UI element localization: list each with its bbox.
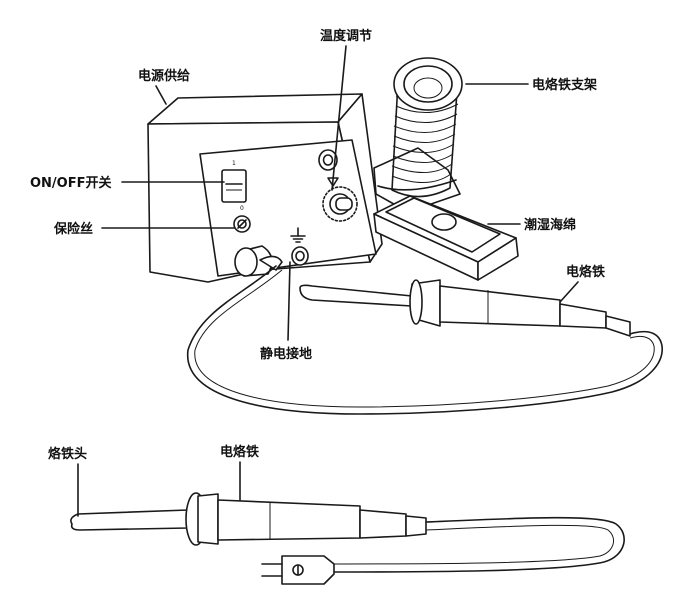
connector-collar — [259, 255, 283, 271]
plug-body — [281, 555, 335, 585]
stand-base-edge — [377, 179, 457, 191]
connector-face — [234, 247, 258, 277]
upper-iron-tip — [299, 284, 413, 307]
label-on-off-switch: ON/OFF开关 — [30, 175, 112, 191]
leader-upper-iron — [559, 281, 579, 303]
lower-soldering-iron — [70, 492, 625, 585]
stand-funnel-inner — [403, 65, 453, 103]
dial-knob-grip — [335, 197, 353, 211]
switch-frame — [221, 169, 247, 203]
label-power-supply: 电源供给 — [138, 68, 190, 84]
power-supply-top — [147, 93, 363, 125]
upper-iron-strain-relief — [605, 315, 631, 337]
iron-cable-inner — [194, 269, 655, 408]
leader-esd-ground — [287, 261, 291, 341]
coil-turn-6 — [392, 143, 455, 154]
stand-base — [373, 147, 461, 213]
leader-power-supply — [155, 85, 167, 105]
sponge-tray — [373, 195, 519, 281]
upper-soldering-iron — [299, 279, 631, 337]
tray-side — [477, 237, 519, 281]
label-lower-iron: 电烙铁 — [220, 444, 259, 460]
labels: 电源供给 温度调节 电烙铁支架 ON/OFF开关 保险丝 潮湿海绵 电烙铁 静电… — [30, 28, 605, 462]
coil-turn-5 — [393, 133, 456, 144]
on-off-switch: 1 0 — [221, 160, 247, 212]
iron-stand — [373, 57, 463, 213]
lower-iron-cable-inner — [329, 524, 615, 565]
label-esd-ground: 静电接地 — [260, 346, 312, 362]
panel-button — [318, 149, 338, 171]
label-temp-adjust: 温度调节 — [320, 28, 372, 44]
label-iron-tip: 烙铁头 — [48, 446, 87, 462]
lower-iron-cable-outer — [329, 516, 625, 573]
upper-iron-grip — [439, 285, 561, 327]
label-fuse: 保险丝 — [53, 221, 93, 237]
coil-turn-9 — [391, 173, 452, 184]
fuse-slot — [237, 219, 247, 229]
upper-iron-flange — [409, 279, 423, 325]
label-upper-iron: 电烙铁 — [566, 264, 605, 280]
lower-iron-handle-end — [405, 515, 427, 537]
stand-funnel-hole — [413, 77, 443, 99]
coil-turn-8 — [391, 163, 453, 174]
label-wet-sponge: 潮湿海绵 — [524, 217, 576, 233]
panel-button-inner — [322, 154, 334, 166]
lower-iron-grip — [217, 499, 361, 541]
temperature-dial — [322, 177, 358, 222]
sponge-hole — [431, 213, 457, 231]
switch-on-mark: 1 — [232, 160, 236, 167]
lower-iron-guard — [197, 493, 219, 545]
fuse — [233, 215, 251, 233]
leader-temp-adjust — [331, 45, 347, 191]
lower-iron-handle — [359, 509, 407, 539]
fuse-inner — [237, 219, 247, 229]
lower-iron-tip — [70, 509, 189, 531]
coil-turn-4 — [393, 123, 457, 134]
esd-ground-jack — [290, 227, 309, 266]
coil-turn-3 — [394, 113, 458, 124]
stand-coil-body — [391, 77, 459, 198]
output-connector — [234, 245, 283, 277]
ground-jack-inner — [295, 250, 305, 262]
switch-off-mark: 0 — [240, 205, 244, 212]
coil-turn-7 — [392, 153, 454, 164]
leader-lines — [77, 45, 579, 517]
ground-jack-outer — [291, 246, 309, 266]
iron-cable-outer — [187, 265, 663, 415]
coil-turn-2 — [395, 103, 459, 114]
upper-iron-handle-end — [559, 303, 607, 329]
label-iron-stand: 电烙铁支架 — [532, 77, 597, 93]
panel-button-outer — [318, 149, 338, 171]
